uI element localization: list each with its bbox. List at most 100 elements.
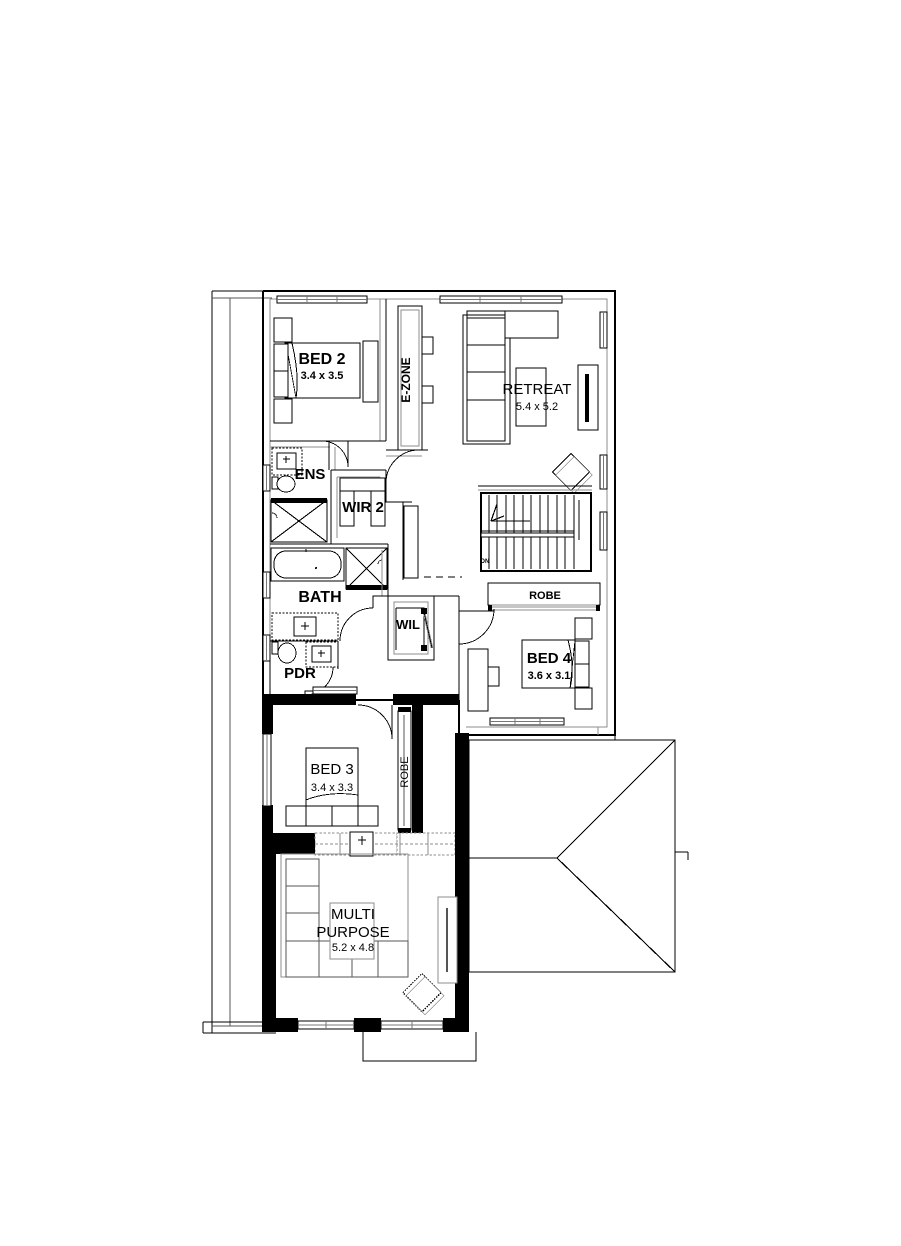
window-left-ens bbox=[262, 464, 271, 492]
roof-step-notch bbox=[597, 727, 616, 740]
label-retreat-dims: 5.4 x 5.2 bbox=[516, 401, 558, 413]
wall-multi-bottom bbox=[262, 1018, 469, 1032]
door-bed4 bbox=[458, 608, 495, 645]
label-multipurpose-line2: PURPOSE bbox=[316, 924, 389, 941]
bathtub bbox=[270, 547, 345, 582]
window-top-right bbox=[439, 295, 563, 304]
window-bed3-left bbox=[262, 733, 272, 807]
label-bed3-dims: 3.4 x 3.3 bbox=[311, 782, 353, 794]
label-stair-direction: DN bbox=[481, 559, 490, 565]
partition-bath-right bbox=[381, 544, 389, 596]
label-wil: WIL bbox=[396, 617, 420, 632]
window-top-left bbox=[276, 295, 368, 304]
label-robe-bed4: ROBE bbox=[529, 590, 561, 602]
stair-landing-rail bbox=[480, 530, 575, 538]
door-bed3 bbox=[357, 704, 393, 740]
stair-top-edge bbox=[478, 485, 592, 491]
balcony-outline bbox=[362, 1032, 477, 1062]
room-labels: BED 2 3.4 x 3.5 E-ZONE RETREAT 5.4 x 5.2… bbox=[284, 351, 572, 954]
chair-ezone-2 bbox=[421, 385, 434, 404]
desk-bed4 bbox=[467, 648, 500, 712]
toilet-ens bbox=[271, 475, 296, 493]
window-bed4-bottom bbox=[489, 717, 565, 726]
kitchenette-sink bbox=[349, 831, 374, 857]
label-bed3: BED 3 bbox=[310, 761, 353, 778]
shower-bath bbox=[345, 547, 388, 590]
window-right-1 bbox=[599, 311, 608, 349]
label-ens: ENS bbox=[295, 466, 326, 483]
bedside-table-bed2-bottom bbox=[273, 398, 293, 424]
label-bed4-dims: 3.6 x 3.1 bbox=[528, 670, 571, 682]
hip-roof-plan bbox=[468, 739, 676, 973]
desk-ezone bbox=[397, 305, 423, 451]
wall-bed3-top bbox=[262, 694, 459, 705]
ottoman-multipurpose bbox=[402, 972, 445, 1016]
wall-multi-left bbox=[262, 840, 276, 1032]
toilet-pdr bbox=[271, 641, 297, 664]
slider-door-multi-left bbox=[297, 1020, 355, 1030]
wardrobe-bed2 bbox=[362, 340, 379, 403]
tv-unit-retreat bbox=[577, 364, 599, 431]
label-bed2: BED 2 bbox=[298, 351, 345, 368]
vanity-bath bbox=[271, 612, 339, 641]
coffee-table-retreat bbox=[515, 367, 547, 427]
bedhead-bed2 bbox=[273, 343, 289, 398]
label-pdr: PDR bbox=[284, 665, 316, 682]
l-sofa-retreat bbox=[462, 310, 559, 445]
bed-bed2 bbox=[284, 342, 361, 399]
partition-hall-bed4 bbox=[434, 595, 460, 700]
partition-hall-vertical bbox=[402, 502, 419, 580]
bedside-table-bed4-bottom bbox=[574, 687, 593, 710]
robe-bed4-cabinet bbox=[487, 582, 601, 611]
wall-bed3-left bbox=[262, 694, 273, 850]
window-bed3-top bbox=[312, 686, 358, 695]
shower-ens bbox=[270, 498, 328, 543]
label-wir2: WIR 2 bbox=[342, 499, 384, 516]
bed-bed4 bbox=[521, 639, 576, 689]
vanity-pdr bbox=[305, 641, 339, 668]
door-wil bbox=[421, 608, 434, 651]
bedside-table-bed3-left bbox=[285, 805, 307, 827]
label-multipurpose-line1: MULTI bbox=[331, 906, 375, 923]
stair-enclosure bbox=[480, 492, 592, 572]
bedhead-bed4 bbox=[574, 640, 590, 688]
label-ezone: E-ZONE bbox=[399, 357, 413, 402]
wil-walls bbox=[387, 595, 435, 661]
vanity-ens bbox=[271, 447, 303, 476]
shelving-wir2-back bbox=[339, 477, 386, 492]
bedside-table-bed4-top bbox=[574, 617, 593, 640]
label-bed2-dims: 3.4 x 3.5 bbox=[301, 370, 344, 382]
robe-bed3-cabinet bbox=[397, 707, 412, 833]
label-multipurpose-dims: 5.2 x 4.8 bbox=[332, 942, 374, 954]
wall-bath-bottom bbox=[269, 640, 338, 694]
roof-edge-right-lower bbox=[675, 851, 689, 860]
window-left-pdr bbox=[262, 634, 271, 662]
partition-bed2-ezone bbox=[379, 299, 387, 441]
stair-treads bbox=[488, 495, 575, 569]
label-bath: BATH bbox=[298, 589, 341, 606]
label-bed4: BED 4 bbox=[527, 650, 572, 667]
partition-ens bbox=[328, 441, 336, 470]
door-bed2 bbox=[321, 440, 349, 468]
window-left-bath bbox=[262, 571, 271, 599]
window-right-2 bbox=[599, 454, 608, 490]
slider-door-multi-right bbox=[380, 1020, 444, 1030]
label-robe-bed3: ROBE bbox=[399, 756, 411, 787]
kitchenette-bench bbox=[314, 832, 456, 856]
label-retreat: RETREAT bbox=[503, 381, 572, 398]
tv-unit-multipurpose bbox=[437, 896, 458, 984]
ground-line-left bbox=[202, 1021, 276, 1034]
partition-bed2-ens bbox=[270, 440, 386, 448]
coffee-table-multipurpose bbox=[329, 902, 375, 960]
bed-base-bed3 bbox=[305, 805, 359, 827]
bedside-table-bed3-right bbox=[357, 805, 379, 827]
chair-ezone-1 bbox=[421, 336, 434, 355]
wall-multi-right bbox=[455, 840, 469, 1032]
l-sofa-multipurpose bbox=[280, 853, 409, 978]
stair-direction-arrow bbox=[490, 503, 530, 522]
window-right-3 bbox=[599, 511, 608, 551]
door-bath bbox=[339, 595, 388, 642]
